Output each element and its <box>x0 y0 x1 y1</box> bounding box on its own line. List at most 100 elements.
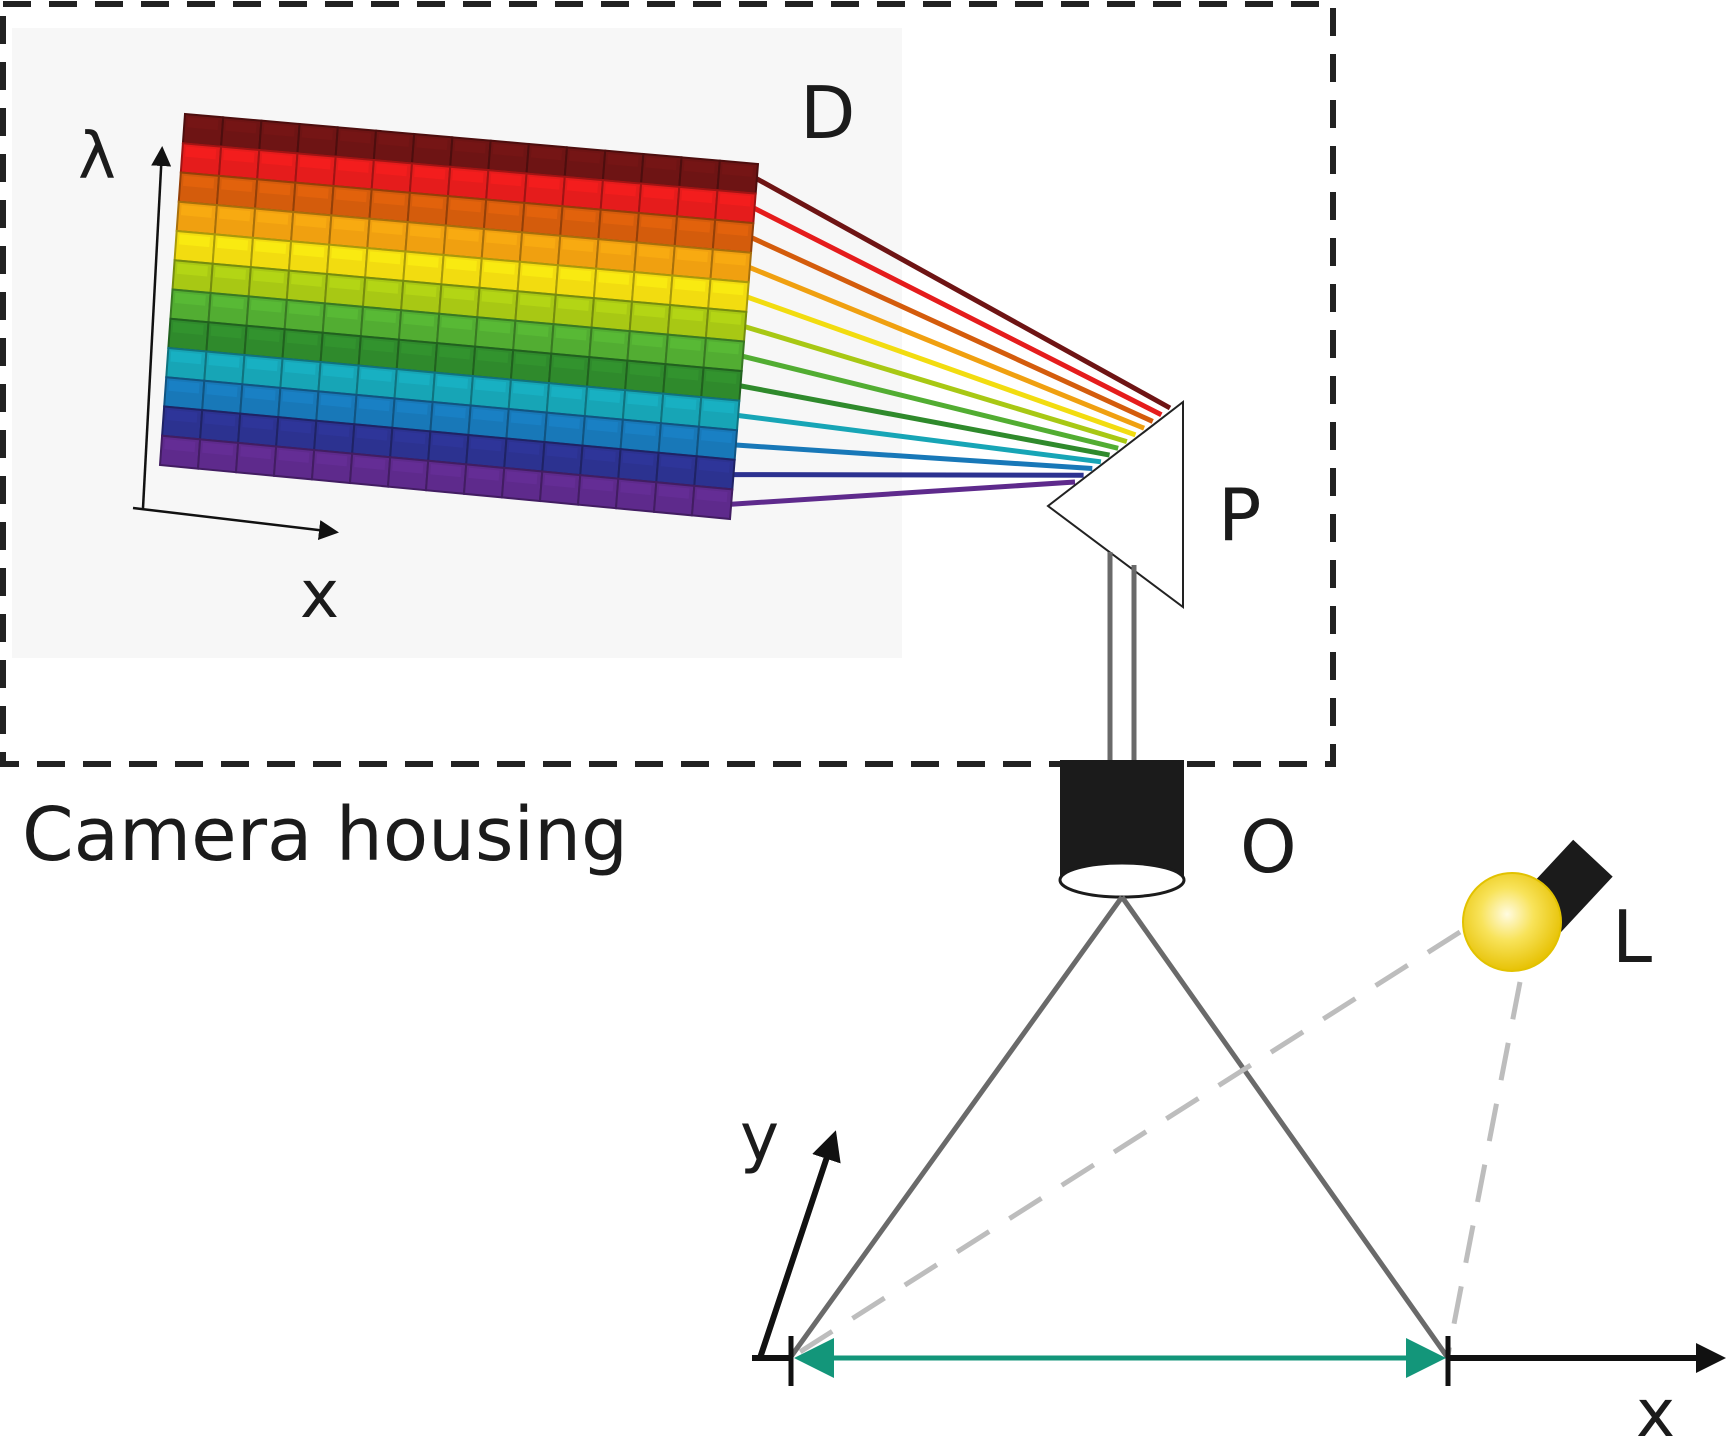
detector-pixel-highlight <box>569 150 601 164</box>
detector-pixel-highlight <box>712 282 744 296</box>
detector-pixel-highlight <box>506 471 538 485</box>
detector-pixel-highlight <box>521 265 554 279</box>
detector-pixel-highlight <box>403 313 435 327</box>
detector-pixel-highlight <box>322 365 354 379</box>
detector-pixel-highlight <box>250 299 283 313</box>
detector-pixel-highlight <box>546 445 578 459</box>
spectral-ray <box>742 353 1119 451</box>
objective-lens <box>1058 760 1186 899</box>
detector-pixel-highlight <box>553 356 585 370</box>
detector-pixel-highlight <box>369 251 401 265</box>
detector-pixel-highlight <box>166 409 198 423</box>
detector-pixel-highlight <box>430 464 462 478</box>
detector-pixel-highlight <box>544 474 576 488</box>
detector-pixel-highlight <box>477 349 509 363</box>
detector-pixel-highlight <box>528 176 560 190</box>
detector-pixel-highlight <box>221 179 253 193</box>
detector-pixel-highlight <box>255 241 287 255</box>
light-bulb-icon <box>1462 872 1562 972</box>
detector-pixel-highlight <box>170 351 202 365</box>
detector-pixel-highlight <box>441 316 473 331</box>
detector-pixel-highlight <box>707 341 740 355</box>
view-line-left <box>787 895 1125 1360</box>
detector-array <box>158 112 760 521</box>
detector-pixel-highlight <box>672 308 704 322</box>
detector-pixel-highlight <box>624 422 657 437</box>
detector-pixel-highlight <box>710 311 742 325</box>
spectral-ray <box>753 206 1163 417</box>
detector-pixel-highlight <box>488 202 520 216</box>
light-source <box>1462 839 1613 972</box>
detector-pixel-highlight <box>517 323 549 338</box>
scene-x-axis-label: x <box>1636 1375 1675 1440</box>
detector-pixel-highlight <box>282 391 314 405</box>
detector-pixel-highlight <box>600 242 632 256</box>
detector-pixel-highlight <box>667 367 699 381</box>
detector-pixel-highlight <box>638 245 670 259</box>
detector-pixel-highlight <box>717 223 749 237</box>
detector-pixel-highlight <box>669 337 702 351</box>
detector-pixel-highlight <box>362 339 395 353</box>
scene-y-axis-arrow <box>757 1130 841 1359</box>
detector-pixel-highlight <box>240 446 272 460</box>
detector-pixel-highlight <box>483 261 516 275</box>
detector-pixel-highlight <box>293 244 325 258</box>
detector-pixel-highlight <box>631 334 663 348</box>
detector-pixel-highlight <box>658 485 690 499</box>
detector-pixel-highlight <box>492 143 524 157</box>
detector-pixel-highlight <box>481 291 513 305</box>
detector-pixel-highlight <box>607 153 639 167</box>
detector-pixel-highlight <box>604 183 637 197</box>
spectral-ray <box>731 479 1076 507</box>
detector-pixel-highlight <box>468 467 500 481</box>
detector-pixel-highlight <box>414 166 446 180</box>
detector-pixel-highlight <box>591 360 623 374</box>
detector-pixel-highlight <box>252 270 285 284</box>
detector-pixel-highlight <box>519 294 551 308</box>
detector-pixel-highlight <box>510 412 542 426</box>
detector-pixel-highlight <box>407 254 439 268</box>
detector-pixel-highlight <box>204 413 236 427</box>
detector-pixel-highlight <box>400 342 433 356</box>
detector-pixel-highlight <box>223 149 255 163</box>
detector-pixel-highlight <box>681 190 713 204</box>
detector-pixel-highlight <box>286 332 318 346</box>
detector-pixel-highlight <box>698 459 730 473</box>
detector-pixel-highlight <box>416 137 448 151</box>
detector-pixel-highlight <box>278 449 310 463</box>
detector-pixel-highlight <box>683 160 715 174</box>
detector-pixel-highlight <box>548 415 581 429</box>
detector-pixel-highlight <box>396 401 428 415</box>
detector-pixel-highlight <box>676 249 709 263</box>
detector-pixel-highlight <box>172 321 204 335</box>
detector-pixel-highlight <box>378 133 410 147</box>
detector-pixel-highlight <box>474 379 507 393</box>
detector-pixel-highlight <box>636 275 668 289</box>
detector-pixel-highlight <box>316 453 348 467</box>
detector-pixel-highlight <box>333 218 365 232</box>
detector-pixel-highlight <box>434 405 466 419</box>
detector-pixel-highlight <box>721 163 754 177</box>
detector-pixel-highlight <box>358 398 390 412</box>
detector-pixel-highlight <box>371 221 403 235</box>
detector-pixel-highlight <box>622 452 654 466</box>
detector-pixel-highlight <box>634 304 666 318</box>
detector-pixel-highlight <box>212 296 244 310</box>
detector-pixel-highlight <box>432 434 464 448</box>
detector-pixel-highlight <box>566 180 599 194</box>
detector-pixel-highlight <box>512 382 545 396</box>
camera-housing-box <box>0 1 1336 767</box>
spectral-ray <box>740 383 1111 458</box>
detector-pixel-highlight <box>696 489 728 503</box>
detector-pixel-highlight <box>164 438 196 453</box>
detector-pixel-highlight <box>555 327 587 341</box>
detector-pixel-highlight <box>367 280 399 294</box>
detector-pixel-highlight <box>299 156 331 170</box>
scan-line-arrow <box>794 1338 1446 1378</box>
detector-pixel-highlight <box>288 303 321 317</box>
detector-pixel-highlight <box>557 297 590 311</box>
detector-pixel-highlight <box>365 310 397 324</box>
detector-pixel-highlight <box>320 394 352 408</box>
detector-pixel-highlight <box>392 460 424 474</box>
detector-pixel-highlight <box>261 153 293 167</box>
